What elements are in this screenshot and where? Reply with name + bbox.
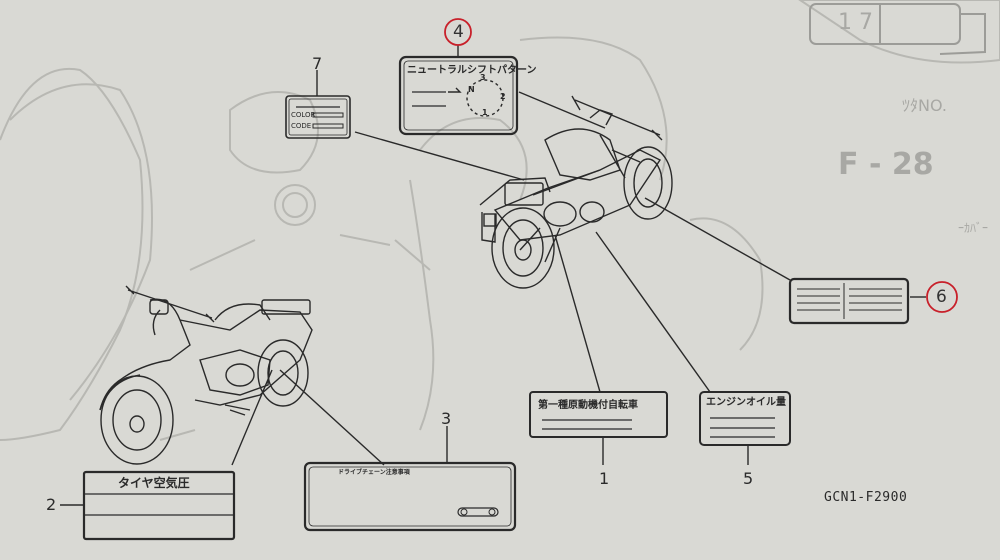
- page-ref-box-text: 1 7: [838, 10, 873, 35]
- page-reference: [809, 3, 986, 55]
- shift-mark-1: 1: [482, 108, 488, 117]
- label-5-artwork: [699, 391, 791, 446]
- leader-lines: [60, 45, 926, 506]
- highlight-circle-6: [926, 281, 958, 313]
- callout-number-7: 7: [312, 54, 323, 73]
- label-4-title: ニュートラルシフトパターン: [407, 65, 537, 76]
- label-7-field-code: CODE: [291, 122, 312, 130]
- shift-mark-3: 3: [480, 73, 486, 82]
- page-ref-partial-right: ｰｶﾊﾞｰ: [958, 221, 989, 235]
- highlight-marks: [444, 18, 958, 313]
- label-4-artwork: [398, 55, 519, 136]
- callout-number-1: 1: [599, 469, 610, 488]
- label-7-artwork: [285, 95, 351, 139]
- label-2-title: タイヤ空気圧: [118, 476, 190, 490]
- label-2-artwork: [82, 470, 236, 541]
- callout-number-5: 5: [743, 469, 754, 488]
- page-ref-partial: ﾂﾀNO.: [902, 96, 948, 115]
- highlight-circle-4: [444, 18, 472, 46]
- label-7-field-color: COLOR: [291, 111, 316, 119]
- label-5-title: エンジンオイル量: [706, 397, 786, 408]
- label-1-title: 第一種原動機付自転車: [538, 400, 638, 411]
- label-3-title: ドライブチェーン注意事項: [338, 469, 410, 476]
- shift-mark-2: 2: [500, 92, 506, 101]
- background-bodywork: [0, 0, 1000, 441]
- label-1-artwork: [529, 391, 668, 438]
- label-6-artwork: [788, 277, 910, 325]
- page-ref-code: F - 28: [838, 147, 934, 182]
- motorcycle-rear-view: [479, 95, 673, 289]
- callout-number-4: 4: [453, 22, 464, 42]
- callout-number-3: 3: [441, 409, 452, 428]
- figure-code: GCN1-F2900: [824, 490, 908, 505]
- callout-number-2: 2: [46, 495, 57, 514]
- callout-number-6: 6: [936, 287, 947, 307]
- label-3-artwork: [303, 461, 517, 532]
- shift-mark-n: N: [468, 85, 475, 94]
- motorcycle-side-view: [99, 285, 313, 465]
